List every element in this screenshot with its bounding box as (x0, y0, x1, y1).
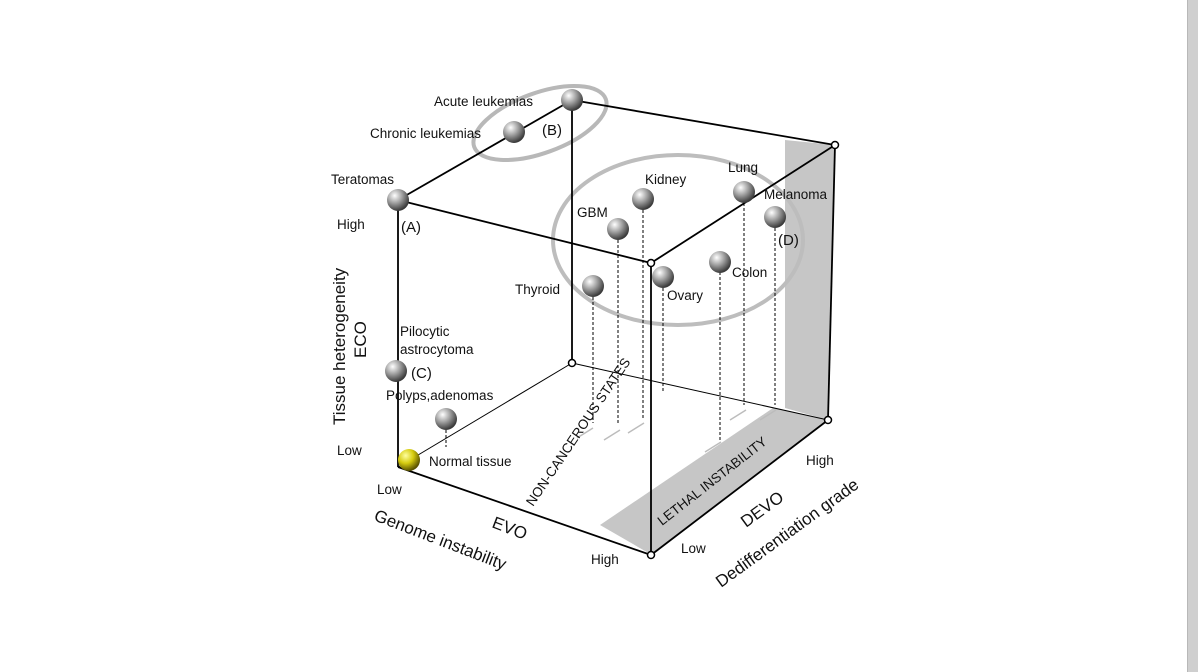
label-ovary: Ovary (667, 288, 703, 303)
label-normal-tissue: Normal tissue (429, 454, 512, 469)
label-lung: Lung (728, 160, 758, 175)
sphere-chronic-leukemias (503, 121, 525, 143)
data-spheres (385, 89, 786, 471)
shadow-ticks (576, 409, 777, 453)
drop-lines (445, 203, 776, 447)
sphere-acute-leukemias (561, 89, 583, 111)
label-melanoma: Melanoma (764, 187, 828, 202)
label-kidney: Kidney (645, 172, 687, 187)
cube-edges (397, 99, 836, 556)
devo-high-label: High (806, 453, 834, 468)
eco-axis-title-1: Tissue heterogeneity (330, 267, 349, 425)
sphere-gbm (607, 218, 629, 240)
sphere-polyps (435, 408, 457, 430)
back-right-shade (785, 140, 835, 420)
label-polyps: Polyps,adenomas (386, 388, 494, 403)
eco-high-label: High (337, 217, 365, 232)
label-colon: Colon (732, 265, 767, 280)
group-label-b: (B) (542, 122, 562, 139)
devo-axis-title-2: Dedifferentiation grade (712, 475, 862, 591)
group-label-d: (D) (778, 232, 799, 249)
sphere-thyroid (582, 275, 604, 297)
label-pilocytic-line2: astrocytoma (400, 342, 474, 357)
label-thyroid: Thyroid (515, 282, 560, 297)
label-chronic-leukemias: Chronic leukemias (370, 126, 481, 141)
sphere-ovary (652, 266, 674, 288)
label-pilocytic-line1: Pilocytic (400, 324, 450, 339)
eco-axis-title-2: ECO (351, 321, 370, 358)
label-acute-leukemias: Acute leukemias (434, 94, 533, 109)
evo-low-label: Low (377, 482, 402, 497)
lethal-instability-shade (600, 408, 828, 555)
sphere-normal-tissue (398, 449, 420, 471)
window-edge-strip (1187, 0, 1198, 672)
sphere-lung (733, 181, 755, 203)
corner-dots (567, 140, 840, 560)
sphere-teratomas (387, 189, 409, 211)
devo-axis-title-1: DEVO (737, 488, 787, 532)
group-d-ellipse (551, 153, 805, 327)
sphere-colon (709, 251, 731, 273)
group-label-a: (A) (401, 219, 421, 236)
label-gbm: GBM (577, 205, 608, 220)
group-label-c: (C) (411, 365, 432, 382)
eco-low-label: Low (337, 443, 362, 458)
sphere-melanoma (764, 206, 786, 228)
label-teratomas: Teratomas (331, 172, 394, 187)
evo-axis-title-2: Genome instability (372, 506, 510, 574)
sphere-pilocytic (385, 360, 407, 382)
devo-low-label: Low (681, 541, 706, 556)
evo-axis-title-1: EVO (490, 513, 530, 544)
sphere-kidney (632, 188, 654, 210)
evo-high-label: High (591, 552, 619, 567)
group-b-ellipse (471, 84, 609, 162)
cube-inner-edges (397, 362, 829, 468)
